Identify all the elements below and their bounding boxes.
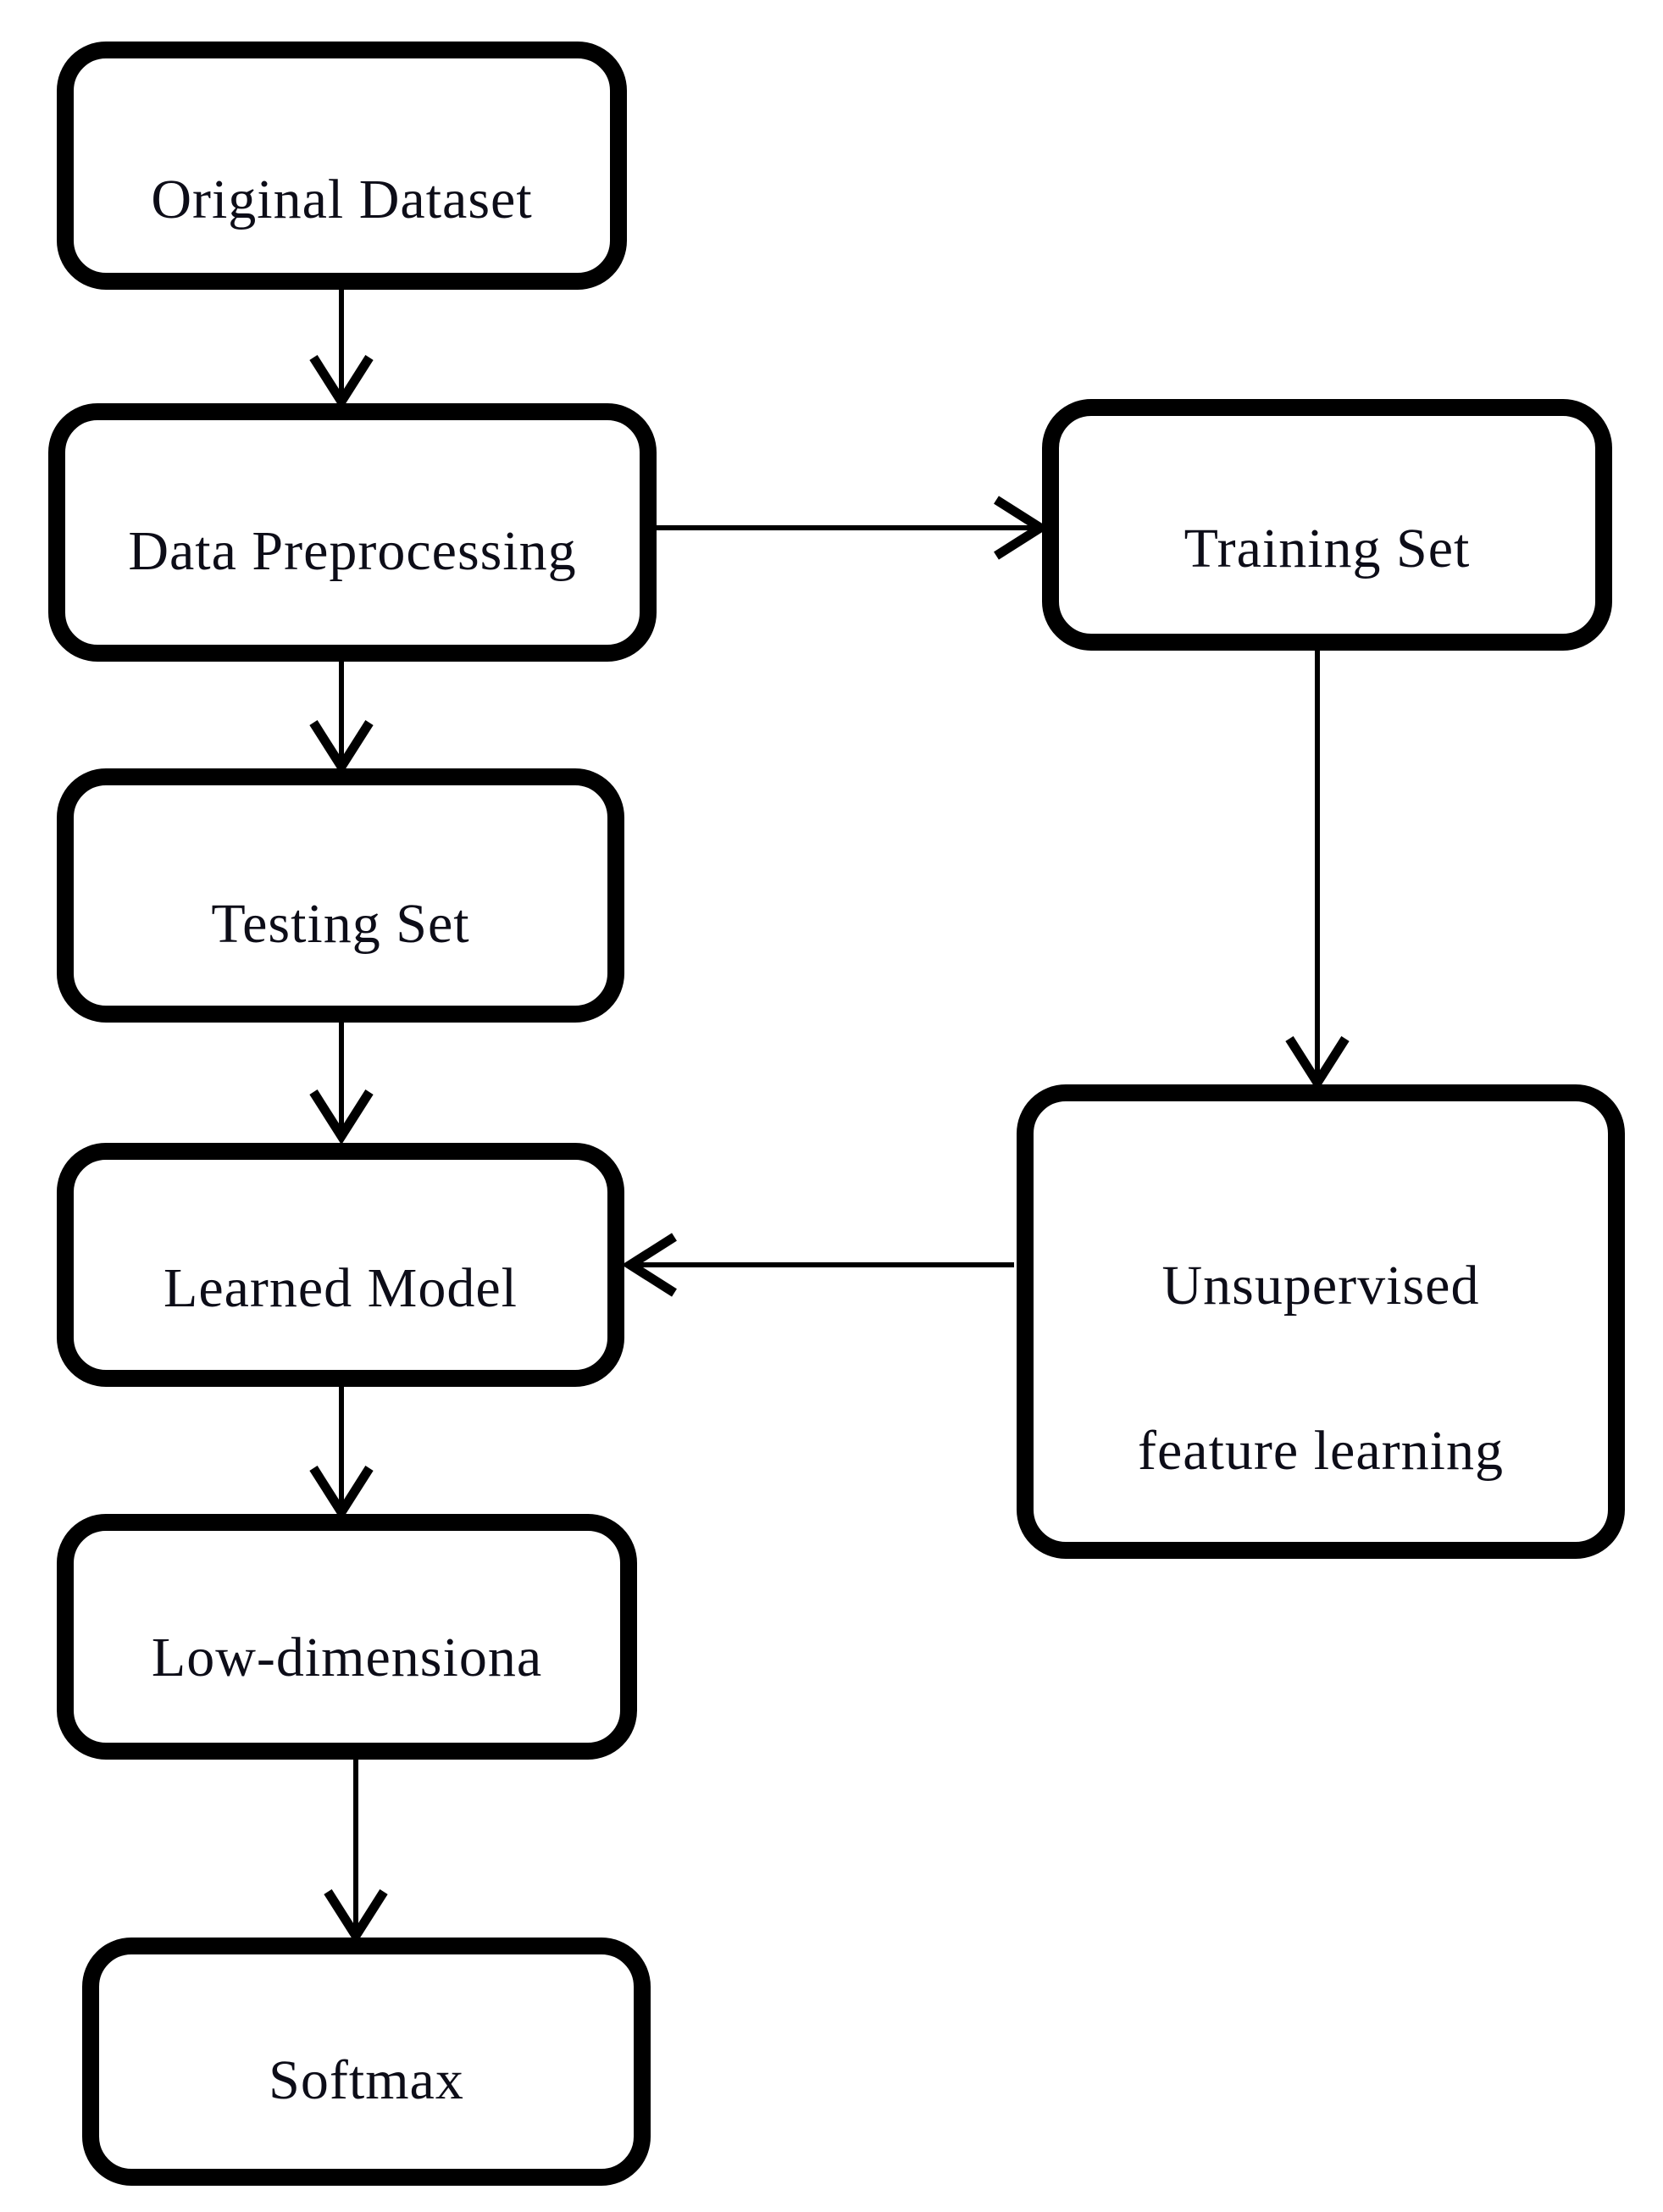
arrow-training-set-to-unsupervised-feature-learning: [1285, 651, 1350, 1092]
arrow-learned-model-to-low-dimensional: [309, 1387, 374, 1522]
arrow-data-preprocessing-to-testing-set: [309, 662, 374, 776]
node-original-dataset: Original Dataset: [57, 42, 627, 290]
arrow-data-preprocessing-to-training-set: [657, 496, 1050, 560]
node-data-preprocessing: Data Preprocessing: [48, 403, 657, 662]
node-low-dimensional-label: Low-dimensiona: [151, 1627, 543, 1689]
arrow-unsupervised-feature-learning-to-learned-model: [621, 1233, 1014, 1297]
node-training-set-label: Training Set: [1184, 517, 1471, 579]
arrow-low-dimensional-to-softmax: [324, 1760, 388, 1945]
node-testing-set: Testing Set: [57, 768, 624, 1023]
node-unsupervised-feature-learning: Unsupervised feature learning: [1017, 1084, 1625, 1559]
node-unsupervised-line1: Unsupervised: [1161, 1255, 1480, 1317]
node-training-set: Training Set: [1042, 399, 1612, 651]
node-learned-model: Learned Model: [57, 1143, 624, 1387]
node-original-dataset-label: Original Dataset: [151, 168, 533, 230]
node-unsupervised-feature-learning-label: Unsupervised feature learning: [1138, 1256, 1504, 1480]
arrow-original-dataset-to-data-preprocessing: [309, 290, 374, 411]
node-softmax: Softmax: [82, 1938, 651, 2186]
node-unsupervised-line2: feature learning: [1138, 1419, 1504, 1482]
arrow-testing-set-to-learned-model: [309, 1023, 374, 1145]
node-softmax-label: Softmax: [269, 2048, 464, 2111]
node-low-dimensional: Low-dimensiona: [57, 1514, 637, 1760]
node-learned-model-label: Learned Model: [164, 1257, 518, 1320]
node-testing-set-label: Testing Set: [211, 893, 470, 956]
node-data-preprocessing-label: Data Preprocessing: [128, 519, 577, 582]
